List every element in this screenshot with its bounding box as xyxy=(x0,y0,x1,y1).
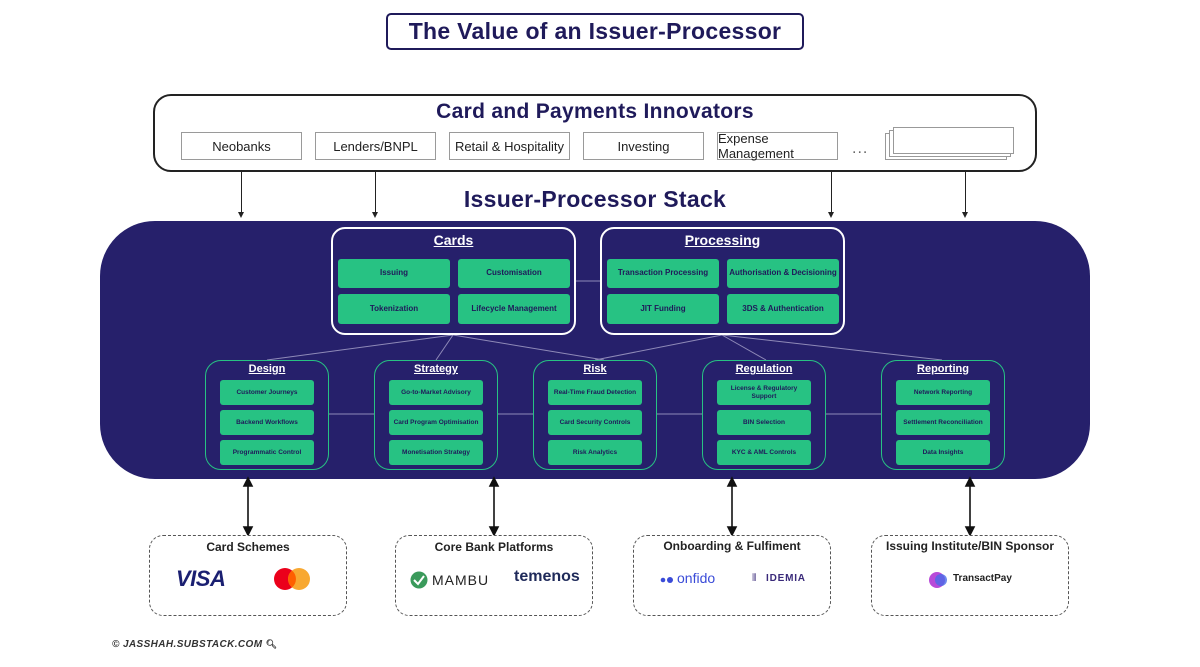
onboarding-box xyxy=(633,535,831,616)
processing-title: Processing xyxy=(684,232,761,248)
cards-tokenization: Tokenization xyxy=(338,294,450,324)
onfido-mark-icon xyxy=(660,573,674,585)
cards-issuing: Issuing xyxy=(338,259,450,288)
innovators-panel xyxy=(153,94,1037,172)
idemia-logo: IDEMIA xyxy=(766,573,806,584)
processing-authorisation: Authorisation & Decisioning xyxy=(727,259,839,288)
arrow-down-icon xyxy=(238,212,244,218)
innovators-title: Card and Payments Innovators xyxy=(436,100,754,123)
cards-lifecycle: Lifecycle Management xyxy=(458,294,570,324)
cards-customisation: Customisation xyxy=(458,259,570,288)
reporting-title: Reporting xyxy=(917,363,969,375)
card-schemes-box xyxy=(149,535,347,616)
search-icon: 🔍︎ xyxy=(265,639,278,649)
card-schemes-title: Card Schemes xyxy=(206,540,290,554)
regulation-item: License & Regulatory Support xyxy=(717,380,811,405)
mastercard-logo xyxy=(272,567,312,591)
reporting-item: Settlement Reconciliation xyxy=(896,410,990,435)
segment-investing: Investing xyxy=(583,132,704,160)
transactpay-mark-icon xyxy=(928,571,950,589)
design-item: Customer Journeys xyxy=(220,380,314,405)
regulation-item: KYC & AML Controls xyxy=(717,440,811,465)
arrow-line xyxy=(831,172,832,213)
risk-item: Real-Time Fraud Detection xyxy=(548,380,642,405)
reporting-item: Network Reporting xyxy=(896,380,990,405)
risk-title: Risk xyxy=(583,363,607,375)
arrow-down-icon xyxy=(828,212,834,218)
arrow-line xyxy=(965,172,966,213)
risk-item: Card Security Controls xyxy=(548,410,642,435)
idemia-mark-icon: ⦀ xyxy=(752,573,757,584)
more-ellipsis: ... xyxy=(852,140,869,157)
arrow-line xyxy=(375,172,376,213)
strategy-item: Go-to-Market Advisory xyxy=(389,380,483,405)
regulation-title: Regulation xyxy=(735,363,793,375)
design-item: Programmatic Control xyxy=(220,440,314,465)
regulation-item: BIN Selection xyxy=(717,410,811,435)
arrow-down-icon xyxy=(372,212,378,218)
mambu-logo: MAMBU xyxy=(432,572,490,588)
strategy-item: Monetisation Strategy xyxy=(389,440,483,465)
risk-item: Risk Analytics xyxy=(548,440,642,465)
processing-3ds: 3DS & Authentication xyxy=(727,294,839,324)
stack-title: Issuer-Processor Stack xyxy=(463,186,727,212)
strategy-title: Strategy xyxy=(413,363,459,375)
segment-expense: Expense Management xyxy=(717,131,838,161)
onboarding-title: Onboarding & Fulfiment xyxy=(663,539,801,553)
reporting-item: Data Insights xyxy=(896,440,990,465)
segment-lenders: Lenders/BNPL xyxy=(315,132,436,160)
cards-title: Cards xyxy=(433,232,474,248)
mambu-mark-icon xyxy=(410,571,428,589)
segment-retail: Retail & Hospitality xyxy=(449,132,570,160)
page-title: The Value of an Issuer-Processor xyxy=(386,13,804,50)
core-bank-title: Core Bank Platforms xyxy=(434,540,554,554)
design-title: Design xyxy=(248,363,286,375)
onfido-logo: onfido xyxy=(677,570,716,586)
processing-jit-funding: JIT Funding xyxy=(607,294,719,324)
footer-text: © JASSHAH.SUBSTACK.COM xyxy=(112,639,263,650)
footer-credit: © JASSHAH.SUBSTACK.COM 🔍︎ xyxy=(112,639,277,650)
arrow-down-icon xyxy=(962,212,968,218)
transactpay-logo: TransactPay xyxy=(953,573,1012,584)
design-item: Backend Workflows xyxy=(220,410,314,435)
visa-logo: VISA xyxy=(176,566,226,591)
core-bank-box xyxy=(395,535,593,616)
temenos-logo: temenos xyxy=(514,568,580,585)
sponsor-title: Issuing Institute/BIN Sponsor xyxy=(885,539,1054,553)
strategy-item: Card Program Optimisation xyxy=(389,410,483,435)
sponsor-box xyxy=(871,535,1069,616)
segment-neobanks: Neobanks xyxy=(181,132,302,160)
arrow-line xyxy=(241,172,242,213)
stacked-card-1 xyxy=(893,127,1014,154)
processing-transaction: Transaction Processing xyxy=(607,259,719,288)
